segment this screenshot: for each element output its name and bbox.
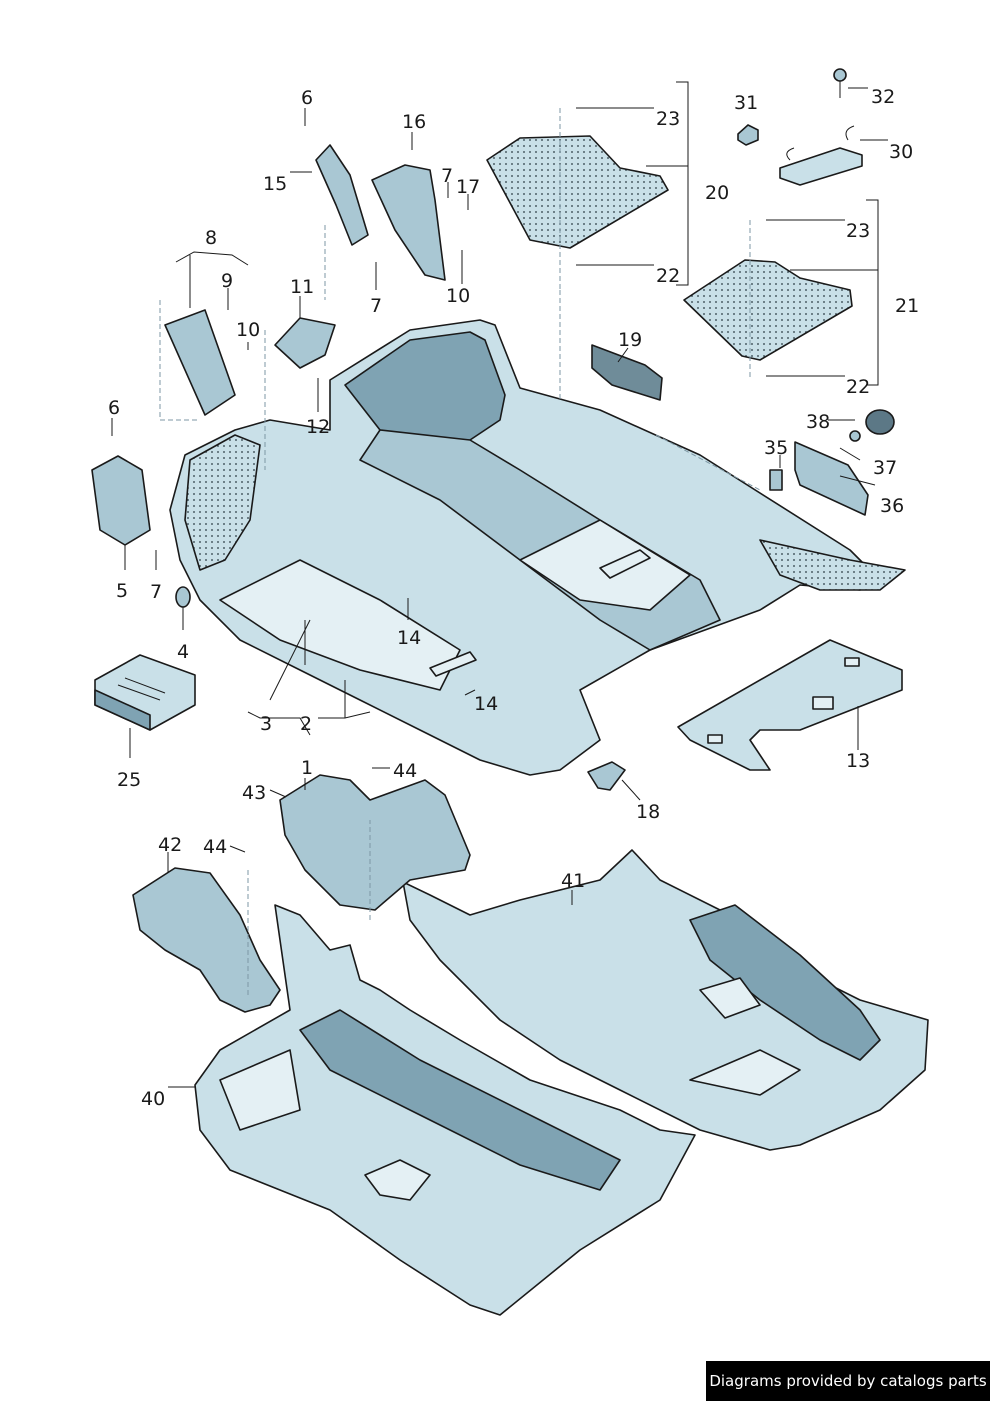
side-trim-15	[315, 144, 369, 246]
floor-carpet-41	[402, 849, 929, 1151]
floor-carpet-40	[194, 904, 696, 1316]
callout-11: 11	[290, 276, 314, 298]
callout-14b: 14	[474, 693, 498, 715]
callout-32: 32	[871, 86, 895, 108]
callout-9: 9	[221, 270, 233, 292]
callout-16: 16	[402, 111, 426, 133]
clip-bracket-30	[779, 125, 863, 186]
callout-42: 42	[158, 834, 182, 856]
callout-19: 19	[618, 329, 642, 351]
callout-4: 4	[177, 641, 189, 663]
callout-20: 20	[705, 182, 729, 204]
callout-2: 2	[300, 713, 312, 735]
side-trim-8	[164, 309, 236, 416]
bracket-18	[587, 761, 626, 791]
callout-5: 5	[116, 580, 128, 602]
callout-15: 15	[263, 173, 287, 195]
callout-10b: 10	[446, 285, 470, 307]
callout-6b: 6	[108, 397, 120, 419]
callout-1: 1	[301, 757, 313, 779]
nut-31	[737, 124, 759, 146]
callout-13: 13	[846, 750, 870, 772]
assembly-line	[159, 108, 761, 995]
callout-7b: 7	[370, 295, 382, 317]
callout-23b: 23	[846, 220, 870, 242]
callout-21: 21	[895, 295, 919, 317]
floor-mat-rear	[683, 259, 853, 361]
callout-23a: 23	[656, 108, 680, 130]
box-25	[94, 654, 196, 731]
callout-44a: 44	[393, 760, 417, 782]
callout-7a: 7	[441, 165, 453, 187]
callout-31: 31	[734, 92, 758, 114]
bracket-11	[274, 317, 336, 369]
callout-12: 12	[306, 416, 330, 438]
callout-35: 35	[764, 437, 788, 459]
callout-25: 25	[117, 769, 141, 791]
callout-3: 3	[260, 713, 272, 735]
callout-22b: 22	[846, 376, 870, 398]
callout-10a: 10	[236, 319, 260, 341]
clip-35	[769, 469, 783, 491]
callout-44b: 44	[203, 836, 227, 858]
callout-41: 41	[561, 870, 585, 892]
attribution-banner: Diagrams provided by catalogs parts	[706, 1361, 990, 1401]
rear-panel-13	[677, 639, 903, 771]
callout-30: 30	[889, 141, 913, 163]
mat-42	[132, 867, 281, 1013]
callout-37: 37	[873, 457, 897, 479]
callout-8: 8	[205, 227, 217, 249]
side-trim-16	[371, 164, 446, 281]
floor-carpet-main	[169, 319, 906, 776]
mat-43	[279, 774, 471, 911]
side-trim-5	[91, 455, 151, 546]
callout-43: 43	[242, 782, 266, 804]
callout-38: 38	[806, 411, 830, 433]
callout-36: 36	[880, 495, 904, 517]
callout-17: 17	[456, 176, 480, 198]
callout-7c: 7	[150, 581, 162, 603]
screw-37	[849, 430, 861, 442]
grommet-4	[175, 586, 191, 608]
callout-40: 40	[141, 1088, 165, 1110]
storage-net-19	[591, 344, 663, 401]
knob-38	[865, 409, 895, 435]
callout-6a: 6	[301, 87, 313, 109]
callout-14a: 14	[397, 627, 421, 649]
attribution-text: Diagrams provided by catalogs parts	[709, 1372, 987, 1390]
screw-32	[833, 68, 847, 98]
floor-mat-front	[486, 135, 669, 249]
callout-22a: 22	[656, 265, 680, 287]
callout-18: 18	[636, 801, 660, 823]
cover-36	[794, 441, 869, 516]
callout-labels: 1 2 3 4 5 6 6 7 7 7 8 9 10 10 11 12 13 1…	[108, 86, 919, 1110]
leader-lines	[111, 81, 888, 1088]
